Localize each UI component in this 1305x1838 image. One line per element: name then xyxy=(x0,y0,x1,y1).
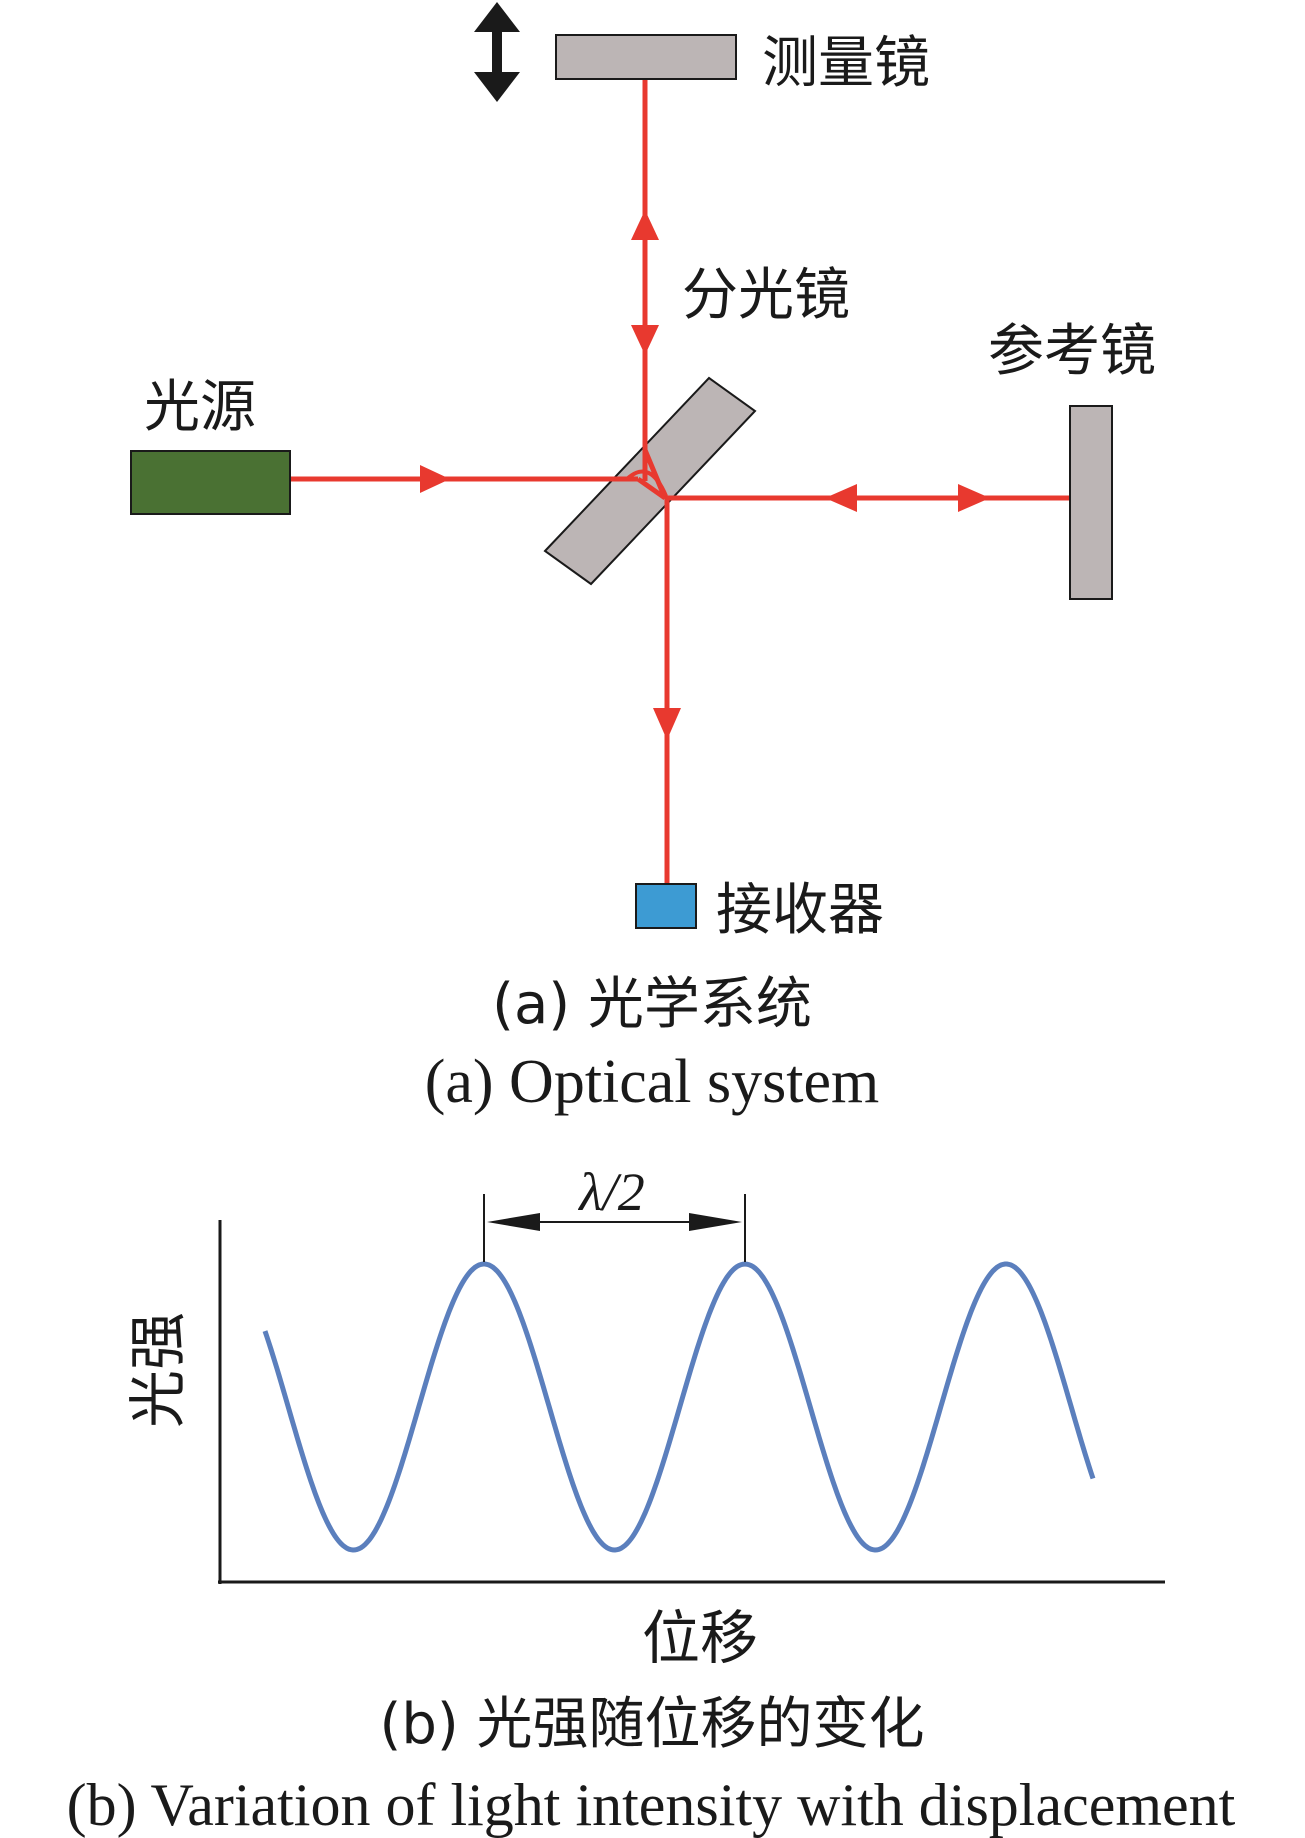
measurement-mirror-label: 测量镜 xyxy=(762,31,930,96)
caption-a-en: (a) Optical system xyxy=(425,1048,880,1116)
caption-b-en: (b) Variation of light intensity with di… xyxy=(67,1772,1236,1838)
period-arrow-right xyxy=(689,1213,742,1231)
laser-beams xyxy=(290,79,1070,884)
beam-arrows xyxy=(420,210,990,740)
beam-reflect-link-top xyxy=(636,476,667,501)
reference-mirror xyxy=(1069,405,1113,600)
beam-splitter-plate xyxy=(543,376,757,586)
arrow-source-right xyxy=(420,465,450,493)
light-source-label: 光源 xyxy=(144,375,256,440)
arrow-reference-right xyxy=(958,484,990,512)
y-axis-label: 光强 xyxy=(124,1312,192,1428)
beam-splitter-label: 分光镜 xyxy=(682,263,850,328)
period-marker-arrowheads xyxy=(487,1213,742,1231)
arrow-measure-down xyxy=(631,325,659,355)
period-arrow-left xyxy=(487,1213,540,1231)
optical-system-diagram: 测量镜 分光镜 参考镜 光源 接收器 (a) 光学系统 (a) Optical … xyxy=(130,2,1156,1116)
arrow-receiver-down xyxy=(653,708,681,740)
beam-refraction-arc xyxy=(625,469,668,497)
receiver-label: 接收器 xyxy=(716,878,884,943)
measurement-mirror xyxy=(555,34,737,80)
x-axis-label: 位移 xyxy=(642,1604,758,1672)
caption-b-cn: (b) 光强随位移的变化 xyxy=(379,1692,924,1757)
receiver xyxy=(635,883,697,929)
caption-a-cn: (a) 光学系统 xyxy=(492,972,812,1037)
intensity-wave xyxy=(262,1261,1096,1553)
arrow-reference-left xyxy=(825,484,857,512)
intensity-plot: λ/2 光强 位移 (b) 光强随位移的变化 (b) Variation of … xyxy=(67,1162,1236,1838)
reference-mirror-label: 参考镜 xyxy=(988,319,1156,384)
movement-arrow-icon xyxy=(474,2,520,102)
light-source xyxy=(130,450,291,515)
period-label: λ/2 xyxy=(577,1162,644,1222)
arrow-measure-up xyxy=(631,210,659,240)
